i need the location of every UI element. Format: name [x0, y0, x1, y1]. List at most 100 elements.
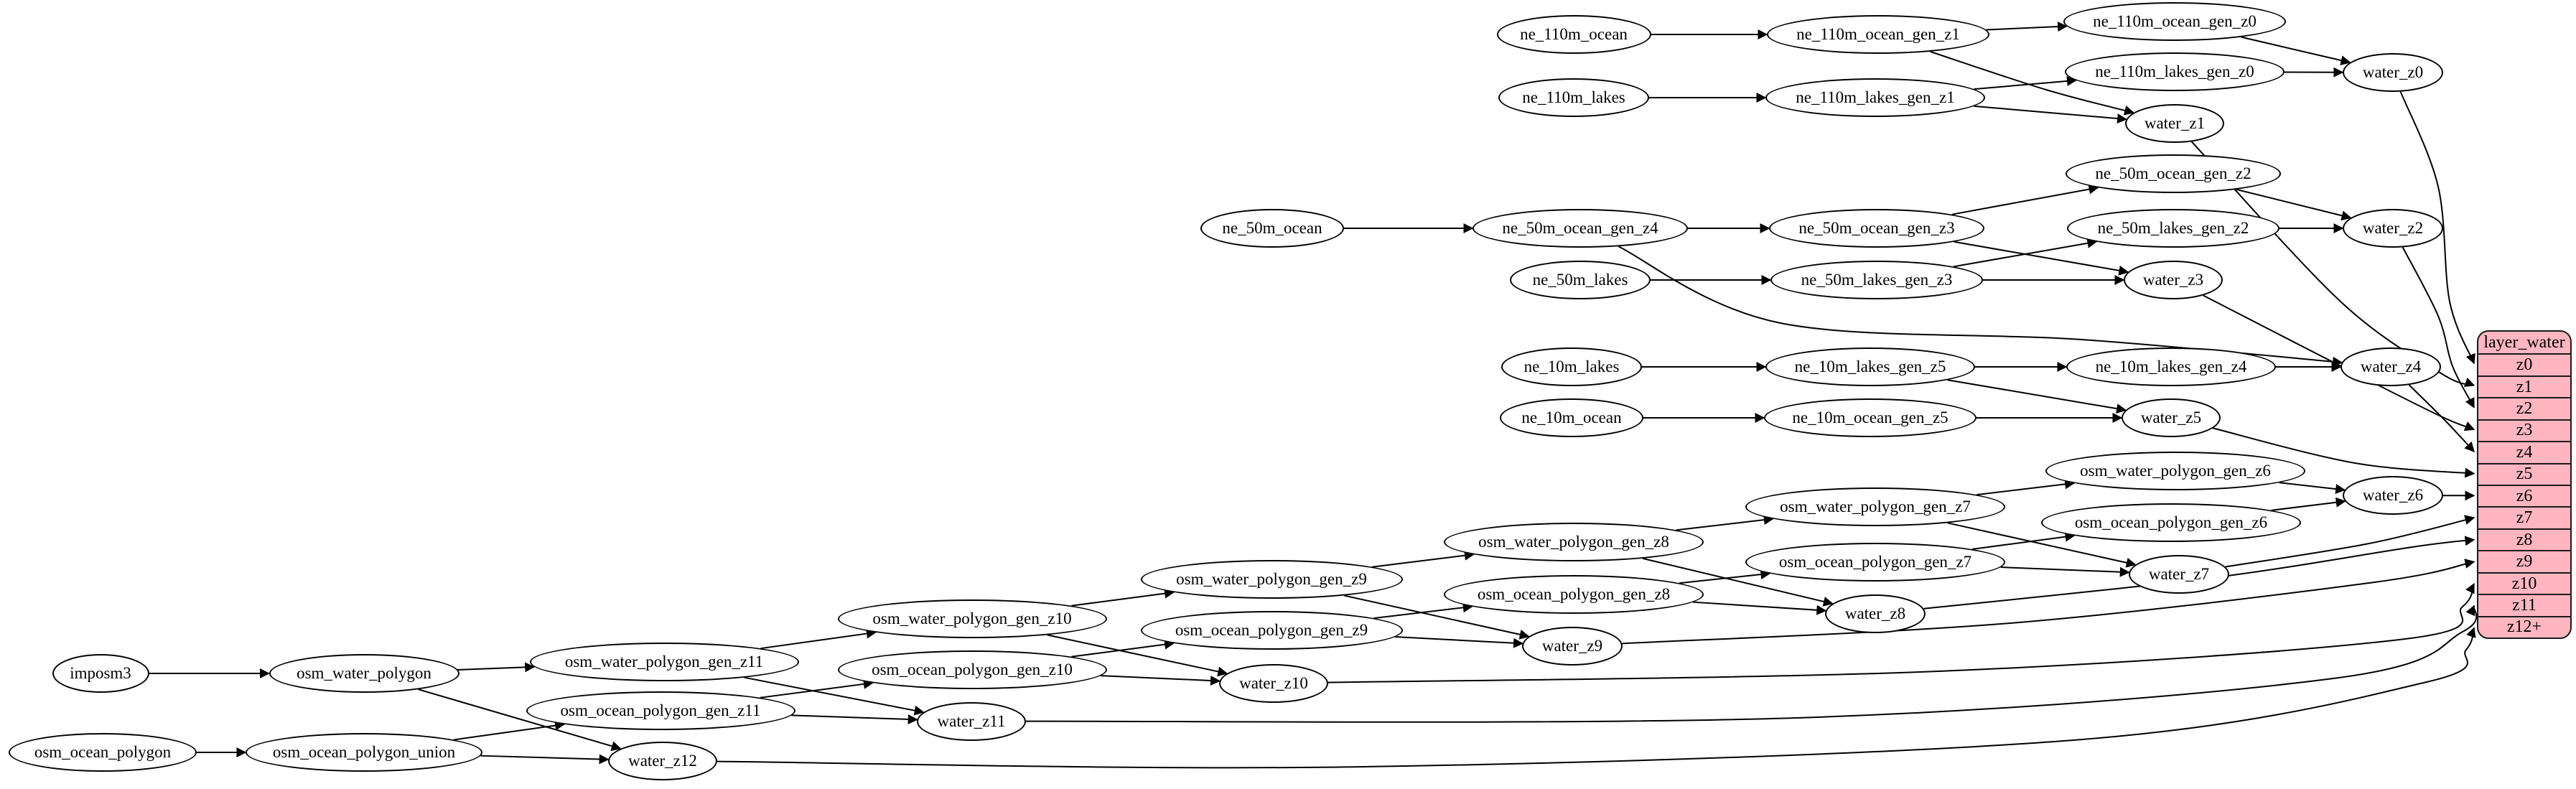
layer-water-row-z11: z11: [2478, 594, 2570, 615]
edge-ne-110m-lakes-gen-z1-to-water-z1: [1974, 105, 2128, 124]
node-label: osm_ocean_polygon_gen_z7: [1778, 553, 1972, 571]
node-ne-10m-lakes: ne_10m_lakes: [1501, 347, 1642, 386]
edge-osm-water-polygon-gen-z7-to-osm-water-polygon-gen-z6: [1977, 479, 2076, 496]
node-label: osm_water_polygon_gen_z11: [564, 653, 764, 671]
layer-water-row-z0: z0: [2478, 353, 2570, 375]
edge-osm-water-polygon-gen-z11-to-water-z11: [744, 676, 925, 716]
node-ne-10m-lakes-gen-z5: ne_10m_lakes_gen_z5: [1765, 347, 1975, 386]
node-label: water_z9: [1541, 637, 1603, 655]
layer-water-row-z8: z8: [2478, 528, 2570, 550]
edge-osm-water-polygon-gen-z6-to-water-z6: [2279, 482, 2346, 495]
edge-osm-water-polygon-to-osm-water-polygon-gen-z11: [457, 662, 536, 673]
layer-water-row-z3: z3: [2478, 419, 2570, 441]
node-osm-water-polygon-gen-z7: osm_water_polygon_gen_z7: [1745, 487, 2005, 526]
node-ne-50m-lakes-gen-z3: ne_50m_lakes_gen_z3: [1770, 261, 1983, 299]
edge-water-z10-to-layer-water-z10: [1327, 582, 2475, 683]
node-label: ne_10m_ocean: [1521, 408, 1622, 426]
node-label: osm_ocean_polygon_gen_z11: [560, 701, 761, 719]
edge-osm-ocean-polygon-gen-z7-to-osm-ocean-polygon-gen-z6: [1971, 531, 2076, 550]
edge-ne-110m-ocean-gen-z1-to-ne-110m-ocean-gen-z0: [1986, 22, 2068, 32]
node-ne-110m-lakes: ne_110m_lakes: [1498, 78, 1649, 117]
node-label: imposm3: [70, 664, 131, 682]
layer-water-row-z12plus: z12+: [2478, 615, 2570, 638]
node-label: osm_water_polygon_gen_z7: [1780, 498, 1971, 515]
node-label: osm_ocean_polygon_union: [272, 743, 456, 761]
layer-water-row-z4: z4: [2478, 441, 2570, 462]
edge-osm-water-polygon-gen-z9-to-water-z9: [1344, 594, 1530, 640]
layer-water-row-z9: z9: [2478, 550, 2570, 571]
edge-osm-ocean-polygon-union-to-osm-ocean-polygon-gen-z11: [454, 720, 566, 741]
node-label: ne_50m_ocean: [1222, 219, 1322, 237]
edge-osm-water-polygon-gen-z7-to-water-z7: [1947, 522, 2137, 568]
node-label: ne_10m_lakes_gen_z4: [2095, 358, 2247, 375]
node-ne-110m-ocean-gen-z1: ne_110m_ocean_gen_z1: [1767, 15, 1989, 54]
edge-osm-water-polygon-gen-z8-to-water-z8: [1642, 557, 1834, 607]
layer-water-row-z6: z6: [2478, 485, 2570, 506]
node-label: ne_110m_ocean: [1520, 25, 1628, 43]
node-label: ne_50m_lakes_gen_z3: [1801, 271, 1953, 289]
edge-osm-ocean-polygon-gen-z10-to-osm-ocean-polygon-gen-z9: [1071, 639, 1175, 658]
node-label: water_z4: [2360, 358, 2422, 375]
edge-osm-water-polygon-gen-z10-to-osm-water-polygon-gen-z9: [1071, 588, 1175, 607]
node-label: osm_ocean_polygon_gen_z10: [872, 660, 1073, 678]
node-label: ne_110m_ocean_gen_z1: [1796, 25, 1960, 43]
node-water-z0: water_z0: [2343, 53, 2443, 92]
node-label: water_z2: [2362, 219, 2424, 237]
layer-water-row-z5: z5: [2478, 462, 2570, 485]
edge-water-z5-to-layer-water-z5: [2213, 427, 2475, 478]
edge-osm-ocean-polygon-gen-z10-to-water-z10: [1100, 675, 1221, 686]
edge-water-z1-to-layer-water-z1: [2190, 141, 2475, 388]
node-water-z2: water_z2: [2343, 209, 2443, 248]
node-label: osm_water_polygon_gen_z9: [1176, 570, 1367, 588]
edge-osm-water-polygon-gen-z9-to-osm-water-polygon-gen-z8: [1371, 550, 1475, 568]
node-water-z10: water_z10: [1219, 664, 1328, 703]
node-label: osm_water_polygon_gen_z8: [1478, 533, 1669, 551]
node-osm-water-polygon-gen-z9: osm_water_polygon_gen_z9: [1140, 560, 1403, 599]
node-ne-50m-ocean-gen-z4: ne_50m_ocean_gen_z4: [1473, 209, 1688, 248]
node-ne-110m-ocean: ne_110m_ocean: [1496, 15, 1651, 54]
node-label: water_z10: [1239, 674, 1308, 692]
node-osm-ocean-polygon-gen-z11: osm_ocean_polygon_gen_z11: [526, 691, 795, 730]
node-label: water_z6: [2362, 486, 2424, 504]
node-label: water_z11: [937, 712, 1006, 730]
edge-osm-ocean-polygon-gen-z7-to-water-z7: [2000, 566, 2130, 577]
edge-ne-110m-ocean-gen-z0-to-water-z0: [2241, 36, 2351, 65]
node-ne-110m-ocean-gen-z0: ne_110m_ocean_gen_z0: [2063, 2, 2286, 41]
node-ne-50m-ocean-gen-z2: ne_50m_ocean_gen_z2: [2066, 154, 2281, 193]
node-water-z3: water_z3: [2124, 261, 2223, 299]
edge-ne-110m-ocean-gen-z1-to-water-z1: [1930, 50, 2135, 116]
edge-water-z9-to-layer-water-z9: [1622, 559, 2475, 645]
node-label: ne_10m_lakes: [1523, 358, 1620, 375]
node-ne-110m-lakes-gen-z0: ne_110m_lakes_gen_z0: [2065, 52, 2285, 91]
node-label: water_z7: [2148, 565, 2210, 583]
node-label: ne_110m_lakes_gen_z1: [1796, 88, 1955, 106]
node-ne-50m-ocean-gen-z3: ne_50m_ocean_gen_z3: [1769, 209, 1984, 248]
node-water-z7: water_z7: [2129, 555, 2229, 594]
node-label: water_z5: [2140, 408, 2202, 426]
node-ne-50m-lakes: ne_50m_lakes: [1510, 261, 1651, 299]
edge-osm-water-polygon-to-water-z12: [418, 688, 622, 751]
layer-water-row-z2: z2: [2478, 397, 2570, 419]
node-label: ne_50m_ocean_gen_z2: [2095, 164, 2251, 182]
node-water-z4: water_z4: [2341, 347, 2441, 386]
node-water-z8: water_z8: [1825, 594, 1926, 633]
node-imposm3: imposm3: [52, 654, 149, 693]
node-ne-10m-ocean-gen-z5: ne_10m_ocean_gen_z5: [1764, 398, 1977, 437]
node-ne-110m-lakes-gen-z1: ne_110m_lakes_gen_z1: [1765, 78, 1985, 117]
node-label: ne_110m_lakes_gen_z0: [2095, 62, 2254, 80]
node-osm-ocean-polygon-union: osm_ocean_polygon_union: [246, 733, 482, 772]
node-water-z11: water_z11: [917, 702, 1026, 741]
node-label: osm_ocean_polygon: [34, 743, 172, 761]
edge-ne-50m-ocean-gen-z2-to-water-z2: [2236, 188, 2352, 221]
node-osm-water-polygon-gen-z6: osm_water_polygon_gen_z6: [2045, 452, 2305, 490]
edge-osm-ocean-polygon-gen-z11-to-osm-ocean-polygon-gen-z10: [760, 678, 874, 699]
node-osm-water-polygon-gen-z8: osm_water_polygon_gen_z8: [1444, 523, 1704, 561]
edge-osm-water-polygon-gen-z11-to-osm-water-polygon-gen-z10: [760, 628, 877, 650]
node-water-z12: water_z12: [608, 742, 717, 780]
edge-water-z11-to-layer-water-z11: [1025, 604, 2478, 723]
node-osm-ocean-polygon-gen-z9: osm_ocean_polygon_gen_z9: [1140, 611, 1403, 650]
node-label: water_z1: [2144, 114, 2206, 132]
node-label: ne_50m_lakes_gen_z2: [2097, 219, 2249, 237]
